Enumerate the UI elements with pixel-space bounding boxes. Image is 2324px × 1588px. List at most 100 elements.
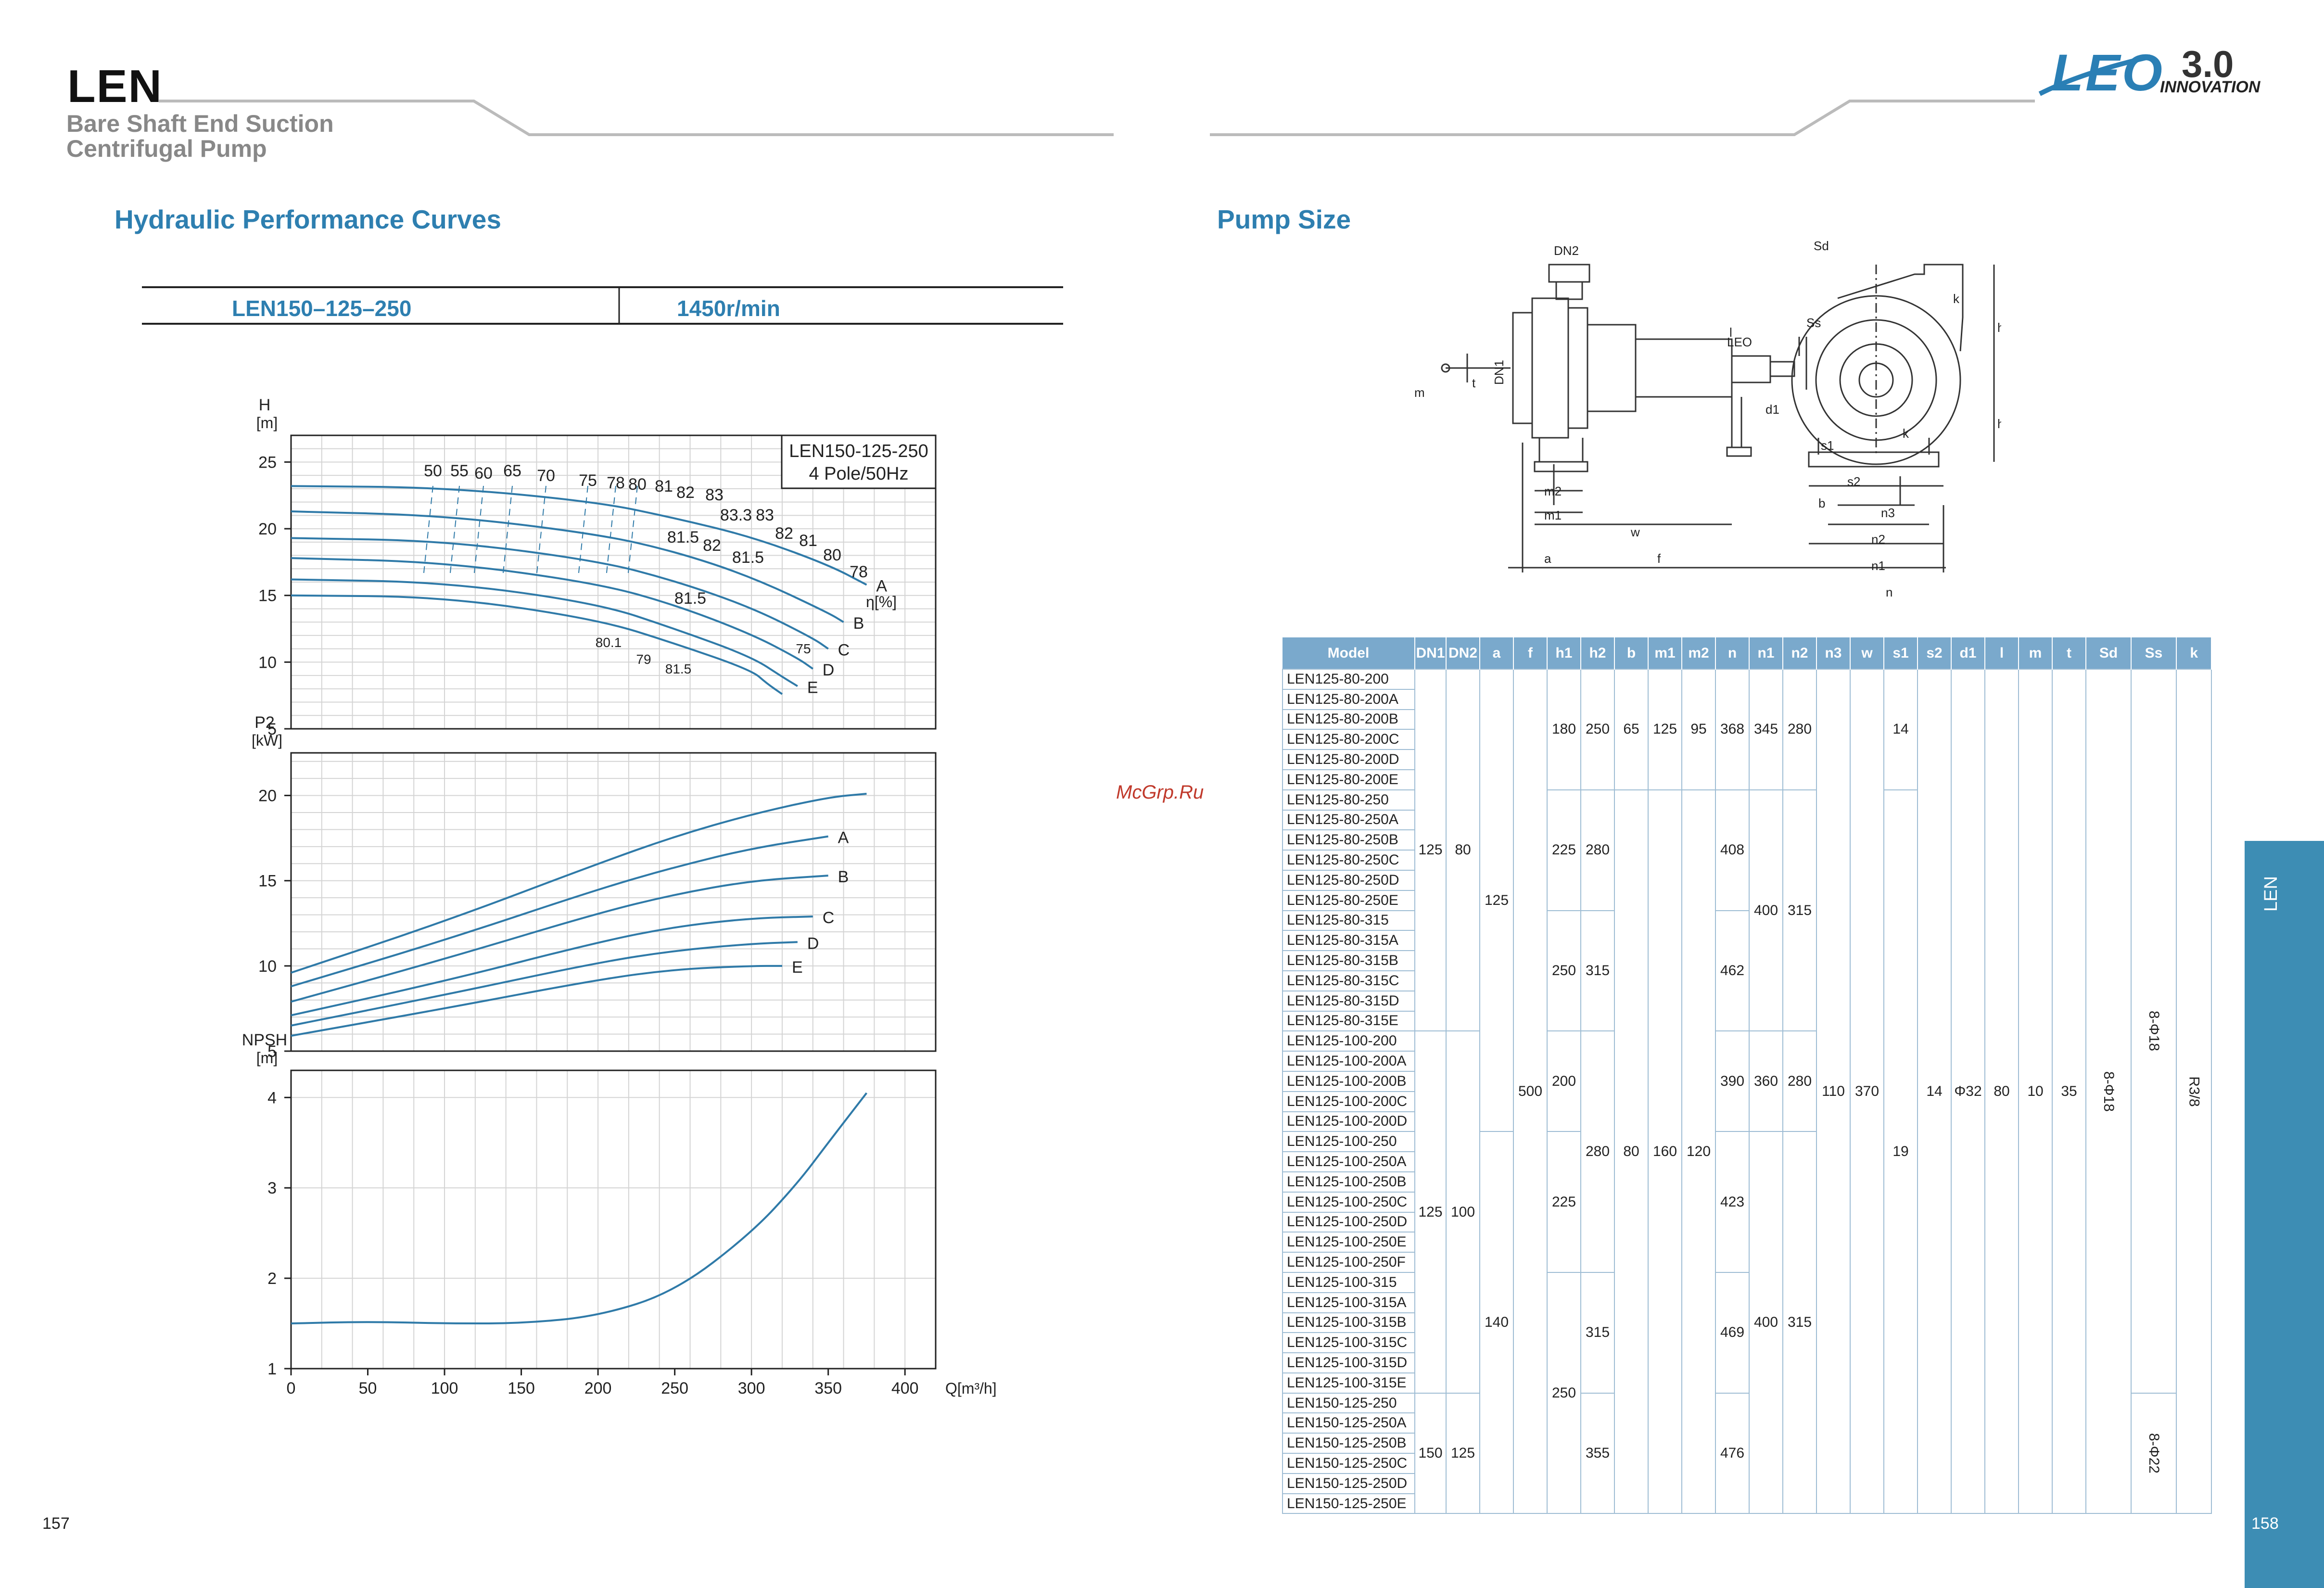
model-cell: LEN125-100-200A bbox=[1282, 1051, 1415, 1072]
model-cell: LEN125-100-315B bbox=[1282, 1312, 1415, 1334]
cell-n2: 315 bbox=[1782, 789, 1817, 1032]
model-cell: LEN125-80-315C bbox=[1282, 970, 1415, 991]
y-tick-label: 20 bbox=[258, 787, 277, 805]
x-tick-label: 200 bbox=[584, 1379, 612, 1397]
label-ss: Ss bbox=[1806, 316, 1821, 330]
series-line-5 bbox=[291, 594, 783, 695]
dn2-flange bbox=[1548, 264, 1590, 283]
model-cell: LEN125-100-315A bbox=[1282, 1292, 1415, 1313]
efficiency-label: 79 bbox=[636, 652, 651, 667]
efficiency-label: 78 bbox=[850, 563, 868, 581]
cell-m1: 160 bbox=[1648, 789, 1682, 1514]
x-tick-label: 0 bbox=[287, 1379, 296, 1397]
efficiency-label: 81 bbox=[799, 532, 817, 550]
cell-dn2: 100 bbox=[1446, 1030, 1480, 1394]
cell-dn1: 125 bbox=[1414, 668, 1447, 1032]
cell-value: 8-Φ22 bbox=[2146, 1433, 2162, 1474]
series-label-C: C bbox=[838, 641, 850, 660]
chart-model-label: LEN150–125–250 bbox=[232, 296, 412, 321]
label-n: n bbox=[1886, 585, 1892, 599]
model-cell: LEN125-100-250B bbox=[1282, 1171, 1415, 1193]
model-cell: LEN125-100-200D bbox=[1282, 1111, 1415, 1132]
cell-m1: 125 bbox=[1648, 669, 1682, 790]
cell-ss: 8-Φ18 bbox=[2130, 669, 2177, 1394]
model-cell: LEN125-80-315D bbox=[1282, 990, 1415, 1012]
brand-cast: LEO bbox=[1727, 335, 1752, 349]
col-header-k: k bbox=[2176, 637, 2212, 669]
col-header-s1: s1 bbox=[1884, 637, 1918, 669]
series-label-A: A bbox=[876, 577, 887, 596]
table-row: LEN125-80-315A bbox=[1282, 930, 2211, 952]
efficiency-label: 55 bbox=[450, 462, 469, 480]
col-header-m1: m1 bbox=[1648, 637, 1682, 669]
y-tick-label: 10 bbox=[258, 957, 277, 976]
cell-dn2: 125 bbox=[1446, 1392, 1480, 1514]
cell-w: 370 bbox=[1850, 668, 1884, 1514]
cell-b: 80 bbox=[1614, 789, 1649, 1514]
y-tick-label: 3 bbox=[267, 1179, 277, 1197]
model-cell: LEN125-80-315E bbox=[1282, 1010, 1415, 1032]
cell-h2: 315 bbox=[1580, 910, 1615, 1032]
plot-frame bbox=[290, 434, 937, 730]
cell-sd: 8-Φ18 bbox=[2085, 668, 2132, 1514]
efficiency-label: 75 bbox=[579, 471, 597, 490]
efficiency-iso-line bbox=[627, 485, 638, 578]
table-row: LEN125-100-200A bbox=[1282, 1051, 2211, 1072]
table-row: LEN125-100-250E bbox=[1282, 1232, 2211, 1253]
label-k-top: k bbox=[1953, 292, 1960, 306]
logo-version: 3.0 bbox=[2182, 43, 2234, 85]
label-n3: n3 bbox=[1881, 506, 1895, 520]
series-line-D bbox=[291, 557, 813, 670]
table-row: LEN125-80-200A bbox=[1282, 688, 2211, 710]
table-row: LEN125-80-250A bbox=[1282, 809, 2211, 831]
efficiency-label: 80 bbox=[628, 475, 647, 494]
model-cell: LEN125-100-250A bbox=[1282, 1151, 1415, 1172]
series-label-B: B bbox=[838, 868, 849, 886]
efficiency-label: 81.5 bbox=[732, 548, 764, 567]
y-tick-label: 10 bbox=[258, 653, 277, 672]
model-cell: LEN125-80-250D bbox=[1282, 869, 1415, 891]
cell-n1: 400 bbox=[1749, 1131, 1783, 1514]
efficiency-label: 65 bbox=[503, 462, 521, 480]
col-header-m2: m2 bbox=[1682, 637, 1716, 669]
y-tick-label: 2 bbox=[267, 1270, 277, 1288]
cell-value: 8-Φ18 bbox=[2100, 1071, 2117, 1112]
model-cell: LEN125-80-250E bbox=[1282, 889, 1415, 911]
hydraulic-title: Hydraulic Performance Curves bbox=[114, 204, 501, 234]
label-b: b bbox=[1818, 496, 1825, 510]
page-number-right: 158 bbox=[2251, 1514, 2279, 1533]
x-tick-label: 400 bbox=[891, 1379, 919, 1397]
series-line-C bbox=[291, 537, 829, 650]
label-l: l bbox=[1729, 325, 1732, 340]
y-axis-unit: [kW] bbox=[252, 732, 282, 749]
cell-n: 462 bbox=[1715, 910, 1750, 1032]
model-cell: LEN125-80-200 bbox=[1282, 669, 1415, 690]
y-tick-label: 5 bbox=[267, 1042, 277, 1061]
series-line-D bbox=[291, 941, 798, 1027]
legend-pole: 4 Pole/50Hz bbox=[809, 464, 908, 484]
cell-n3: 110 bbox=[1816, 668, 1851, 1514]
page-number-left: 157 bbox=[42, 1514, 70, 1533]
cell-dn1: 150 bbox=[1414, 1392, 1447, 1514]
series-line-B bbox=[291, 875, 828, 1003]
table-row: LEN125-100-250B bbox=[1282, 1171, 2211, 1193]
label-m1: m1 bbox=[1544, 508, 1562, 522]
efficiency-iso-line bbox=[423, 485, 433, 578]
efficiency-label: 80.1 bbox=[596, 635, 622, 650]
col-header-f: f bbox=[1513, 637, 1548, 669]
series-line-E bbox=[291, 578, 798, 687]
series-line-A bbox=[291, 485, 867, 586]
model-cell: LEN125-80-200A bbox=[1282, 688, 1415, 710]
col-header-dn2: DN2 bbox=[1446, 637, 1480, 669]
model-cell: LEN125-80-200E bbox=[1282, 769, 1415, 790]
cell-b: 65 bbox=[1614, 669, 1649, 790]
cell-h1: 225 bbox=[1547, 1131, 1581, 1273]
col-header-d1: d1 bbox=[1951, 637, 1985, 669]
table-row: LEN125-80-250D bbox=[1282, 869, 2211, 891]
series-label-C: C bbox=[823, 909, 835, 927]
x-tick-label: 250 bbox=[661, 1379, 688, 1397]
col-header-b: b bbox=[1614, 637, 1649, 669]
table-row: LEN125-80-315C bbox=[1282, 970, 2211, 991]
